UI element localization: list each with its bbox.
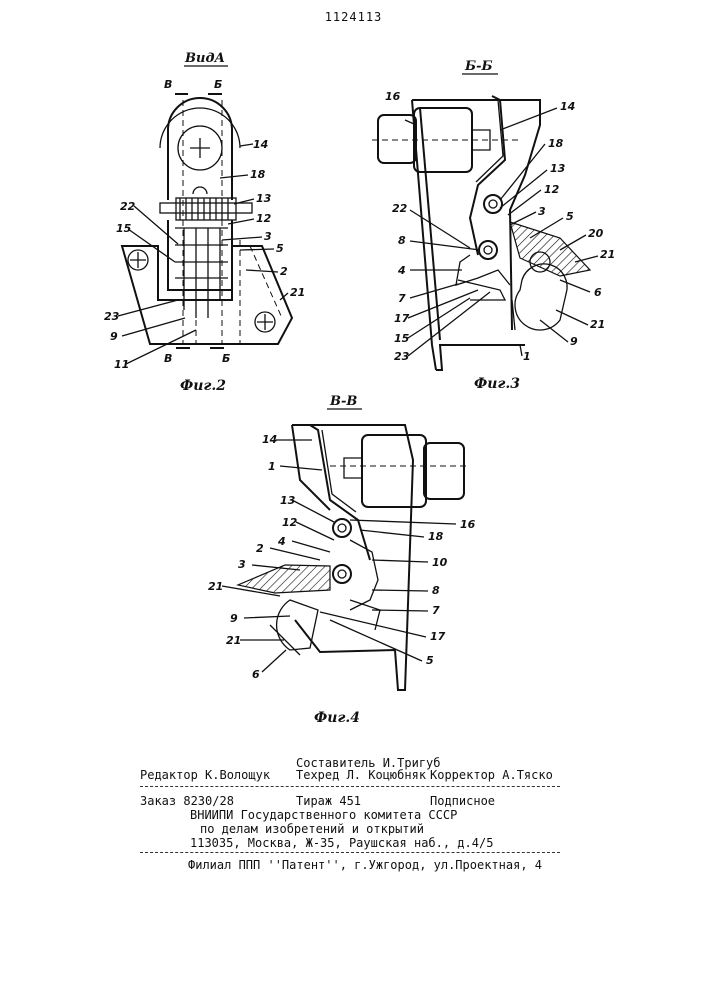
callout: 1	[268, 460, 276, 473]
fig4-callouts: 14 1 16 13 18 12 4 10 2 3 8 21 7 9 17 21…	[208, 433, 476, 681]
callout: 7	[432, 604, 440, 617]
figure-4: В-В Фиг.4 14 1 16 13 18 12 4 10	[208, 394, 476, 726]
figure-3: Б-Б Фиг.3 16 14 18 13 12 22 3	[372, 59, 615, 392]
callout: 21	[590, 318, 605, 331]
publisher-line-1: ВНИИПИ Государственного комитета СССР	[190, 808, 457, 822]
fig2-section-mark: В	[164, 352, 172, 365]
fig2-section-mark: Б	[214, 78, 222, 91]
callout: 20	[588, 227, 604, 240]
divider	[140, 786, 560, 787]
callout: 14	[262, 433, 277, 446]
callout: 2	[280, 265, 288, 278]
callout: 18	[548, 137, 564, 150]
callout: 4	[277, 535, 286, 548]
fig3-section-title: Б-Б	[464, 59, 493, 74]
subscription-note: Подписное	[430, 794, 495, 808]
callout: 8	[432, 584, 440, 597]
callout: 3	[264, 230, 272, 243]
divider	[140, 852, 560, 853]
callout: 21	[208, 580, 223, 593]
branch-line: Филиал ППП ''Патент'', г.Ужгород, ул.Про…	[188, 858, 542, 872]
fig2-caption: Фиг.2	[180, 378, 226, 394]
callout: 16	[385, 90, 401, 103]
figure-2: ВидА В Б В Б Фиг.2 14 1	[104, 51, 305, 394]
fig4-caption: Фиг.4	[314, 710, 360, 726]
callout: 6	[252, 668, 260, 681]
callout: 12	[256, 212, 272, 225]
callout: 12	[282, 516, 298, 529]
callout: 23	[394, 350, 410, 363]
callout: 9	[230, 612, 238, 625]
callout: 22	[120, 200, 136, 213]
callout: 6	[594, 286, 602, 299]
callout: 5	[426, 654, 434, 667]
callout: 7	[398, 292, 406, 305]
callout: 11	[114, 358, 129, 371]
callout: 2	[256, 542, 264, 555]
callout: 3	[238, 558, 246, 571]
callout: 9	[570, 335, 578, 348]
fig2-callouts: 14 18 13 22 12 15 3 5 2 21 23 9 11	[104, 138, 305, 371]
fig2-section-mark: Б	[222, 352, 230, 365]
callout: 21	[226, 634, 241, 647]
circulation: Тираж 451	[296, 794, 361, 808]
callout: 18	[250, 168, 266, 181]
order-number: Заказ 8230/28	[140, 794, 234, 808]
callout: 17	[430, 630, 446, 643]
callout: 5	[276, 242, 284, 255]
callout: 12	[544, 183, 560, 196]
editor-credit: Редактор К.Волощук	[140, 768, 270, 782]
fig2-section-mark: В	[164, 78, 172, 91]
callout: 13	[550, 162, 566, 175]
callout: 3	[538, 205, 546, 218]
callout: 4	[397, 264, 406, 277]
callout: 1	[523, 350, 531, 363]
publisher-line-2: по делам изобретений и открытий	[200, 822, 424, 836]
callout: 15	[394, 332, 410, 345]
callout: 10	[432, 556, 448, 569]
callout: 16	[460, 518, 476, 531]
callout: 15	[116, 222, 132, 235]
callout: 8	[398, 234, 406, 247]
callout: 17	[394, 312, 410, 325]
callout: 21	[290, 286, 305, 299]
callout: 18	[428, 530, 444, 543]
fig4-section-title: В-В	[329, 394, 357, 409]
callout: 14	[253, 138, 268, 151]
callout: 23	[104, 310, 120, 323]
callout: 5	[566, 210, 574, 223]
callout: 14	[560, 100, 575, 113]
callout: 13	[256, 192, 272, 205]
tech-editor-credit: Техред Л. Коцюбняк	[296, 768, 426, 782]
callout: 9	[110, 330, 118, 343]
callout: 21	[600, 248, 615, 261]
fig2-view-title: ВидА	[184, 51, 225, 66]
proofreader-credit: Корректор А.Тяско	[430, 768, 553, 782]
callout: 22	[392, 202, 408, 215]
publisher-address: 113035, Москва, Ж-35, Раушская наб., д.4…	[190, 836, 493, 850]
fig3-caption: Фиг.3	[474, 376, 520, 392]
